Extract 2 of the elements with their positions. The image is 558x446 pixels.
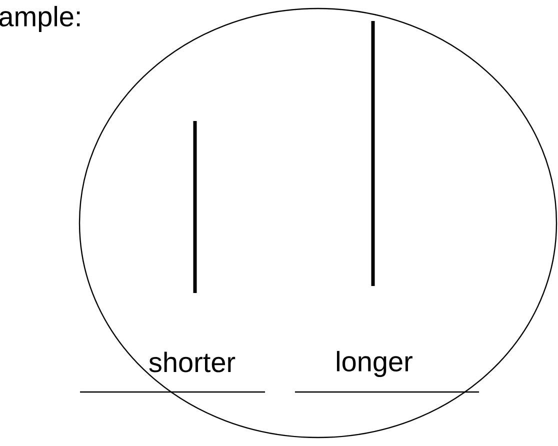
word-label: shorter — [149, 352, 236, 372]
word-label: longer — [336, 350, 412, 378]
